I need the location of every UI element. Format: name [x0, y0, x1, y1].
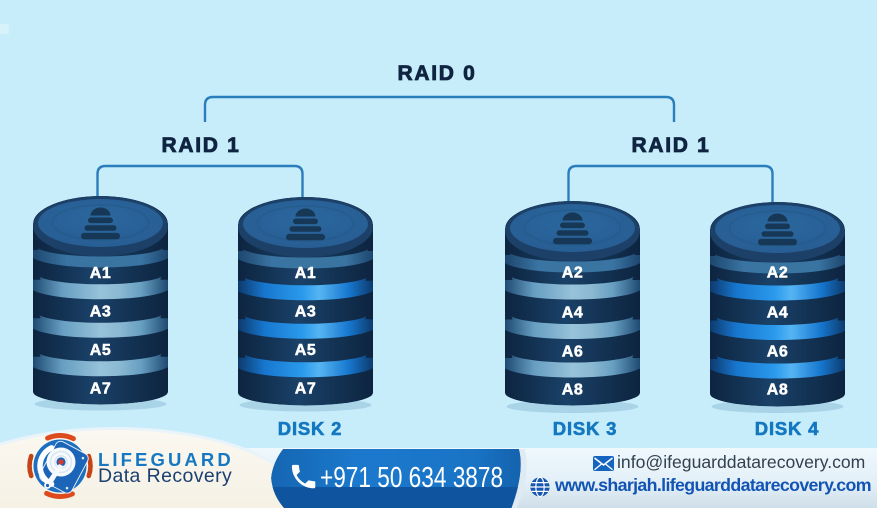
- svg-text:A3: A3: [90, 304, 111, 321]
- svg-text:A8: A8: [562, 382, 583, 399]
- svg-text:A2: A2: [767, 265, 788, 282]
- svg-text:A5: A5: [295, 342, 316, 359]
- svg-text:A1: A1: [295, 265, 316, 282]
- svg-text:A5: A5: [90, 342, 111, 359]
- svg-text:A8: A8: [767, 382, 788, 399]
- svg-text:A6: A6: [767, 344, 788, 361]
- svg-text:A1: A1: [90, 265, 111, 282]
- svg-text:A3: A3: [295, 304, 316, 321]
- svg-text:A6: A6: [562, 344, 583, 361]
- svg-text:A4: A4: [767, 305, 788, 322]
- svg-text:A4: A4: [562, 305, 583, 322]
- svg-text:A7: A7: [90, 381, 111, 398]
- svg-text:A7: A7: [295, 381, 316, 398]
- svg-text:A2: A2: [562, 265, 583, 282]
